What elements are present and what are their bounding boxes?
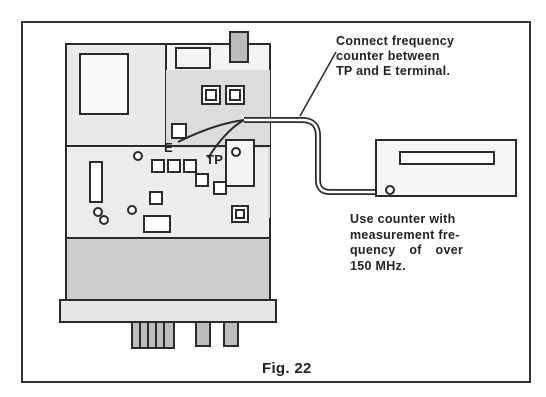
terminal-e-label: E	[164, 140, 173, 155]
antenna-connector	[229, 31, 249, 63]
bottom-shield	[65, 237, 271, 301]
component	[151, 159, 165, 173]
component	[225, 139, 255, 187]
component	[195, 173, 209, 187]
connect-note: Connect frequency counter between TP and…	[336, 34, 536, 79]
component	[149, 191, 163, 205]
top-connector	[175, 47, 211, 69]
counter-note-line: measurement fre-	[350, 227, 460, 242]
tuning-knob	[131, 321, 175, 349]
counter-note: Use counter with measurement fre- quency…	[350, 212, 520, 274]
shield-window	[79, 53, 129, 115]
component	[171, 123, 187, 139]
component	[183, 159, 197, 173]
jack-right	[223, 321, 239, 347]
component	[167, 159, 181, 173]
figure-caption: Fig. 22	[262, 360, 312, 377]
leader-line	[299, 51, 337, 117]
component	[143, 215, 171, 233]
test-point-label: TP	[206, 152, 224, 167]
counter-note-line: Use counter with	[350, 212, 456, 226]
connect-note-line: counter between	[336, 49, 440, 63]
front-panel	[59, 299, 277, 323]
jack-left	[195, 321, 211, 347]
component	[89, 161, 103, 203]
connect-note-line: TP and E terminal.	[336, 64, 451, 78]
probe-cable	[177, 117, 386, 195]
counter-note-line: quency of over	[350, 243, 464, 257]
component	[133, 151, 143, 161]
component	[213, 181, 227, 195]
counter-input-jack	[385, 185, 395, 195]
frequency-counter	[375, 139, 517, 197]
counter-display	[399, 151, 495, 165]
figure-frame	[21, 21, 531, 383]
counter-body	[375, 139, 517, 197]
counter-note-line: 150 MHz.	[350, 258, 406, 273]
components	[89, 85, 255, 233]
connect-note-line: Connect frequency	[336, 34, 455, 48]
